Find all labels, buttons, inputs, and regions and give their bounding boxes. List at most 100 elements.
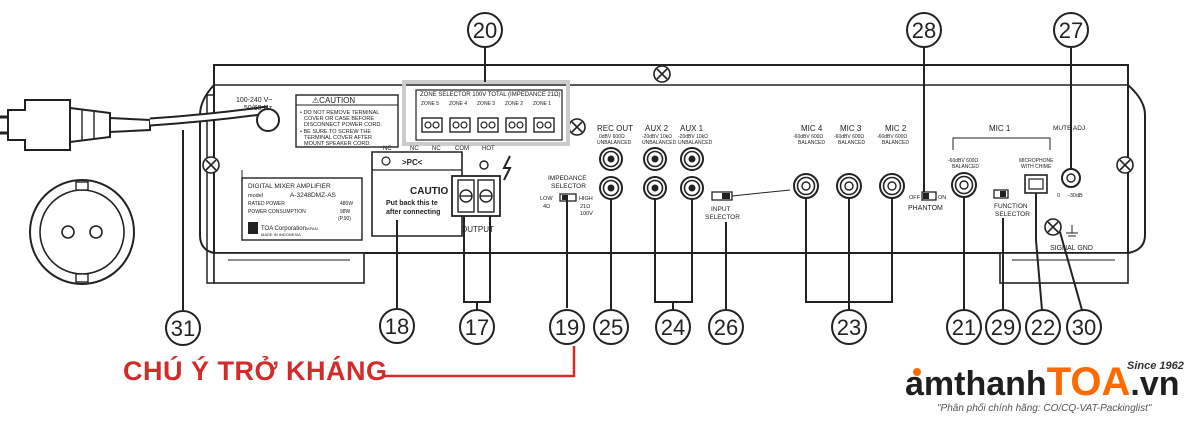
mic1-spec-1: -60dBV 600Ω: [948, 158, 978, 164]
svg-text:21: 21: [952, 315, 976, 340]
rec-out-spec-1: 0dBV 600Ω: [599, 134, 625, 140]
logo-dot-icon: [913, 368, 921, 376]
label-rated-value: 480W: [340, 201, 353, 207]
mic4-label: MIC 4: [801, 124, 823, 133]
label-toa-corp: TOA Corporation: [261, 226, 306, 232]
impedance-high-value-1: 21Ω: [580, 204, 590, 210]
impedance-label-1: IMPEDANCE: [548, 175, 587, 182]
label-title: DIGITAL MIXER AMPLIFIER: [248, 183, 331, 190]
input-selector-label-2: SELECTOR: [705, 214, 740, 221]
caution-line-1: • DO NOT REMOVE TERMINAL: [300, 110, 379, 116]
function-selector-2: SELECTOR: [995, 211, 1030, 218]
callout-19: 19: [549, 309, 585, 345]
caution-title: ⚠CAUTION: [312, 96, 355, 105]
impedance-label-2: SELECTOR: [551, 183, 586, 190]
mic4-spec-2: BALANCED: [798, 140, 825, 146]
svg-text:18: 18: [385, 314, 409, 339]
caution-box: ⚠CAUTION • DO NOT REMOVE TERMINAL COVER …: [295, 94, 399, 148]
callout-30: 30: [1066, 309, 1102, 345]
caution-line-4: • BE SURE TO SCREW THE: [300, 129, 371, 135]
mic-inputs: MIC 4 -60dBV 600Ω BALANCED MIC 3 -60dBV …: [793, 124, 909, 199]
brand-wordmark: amthanhTOA.vn: [905, 362, 1180, 404]
impedance-low-value: 4Ω: [543, 204, 550, 210]
terminal-nc-3: NC: [432, 146, 441, 152]
caution-line-6: MOUNT SPEAKER CORD.: [304, 141, 371, 147]
brand-logo: amthanhTOA.vn Since 1962 "Phân phối chín…: [905, 360, 1195, 422]
brand-part-2: TOA: [1046, 360, 1131, 404]
svg-text:20: 20: [473, 18, 497, 43]
leader-lines: [182, 48, 1083, 311]
impedance-selector: IMPEDANCE SELECTOR LOW 4Ω HIGH 21Ω 100V: [540, 175, 593, 217]
svg-text:30: 30: [1072, 315, 1096, 340]
mic3-spec-2: BALANCED: [838, 140, 865, 146]
label-model-key: model: [248, 193, 263, 199]
mic2-spec-2: BALANCED: [882, 140, 909, 146]
phantom-switch: OFF ON PHANTOM: [908, 191, 946, 212]
caution-line-2: COVER OR CASE BEFORE: [304, 116, 374, 122]
terminal-com: COM: [455, 146, 469, 152]
impedance-high-value-2: 100V: [580, 211, 593, 217]
phantom-label: PHANTOM: [908, 205, 943, 212]
terminal-hot: HOT: [482, 146, 495, 152]
terminal-nc-1: NC: [383, 146, 392, 152]
label-rated-key: RATED POWER: [248, 201, 285, 207]
rec-out-label: REC OUT: [597, 124, 633, 133]
svg-text:22: 22: [1031, 315, 1055, 340]
svg-text:26: 26: [714, 315, 738, 340]
terminal-cover: >PC< CAUTIO Put back this te after conne…: [371, 151, 463, 237]
power-voltage: 100-240 V~: [236, 97, 272, 104]
aux1-spec-1: -20dBV 10kΩ: [678, 134, 708, 140]
brand-part-1: amthanh: [905, 365, 1047, 403]
aux1-label: AUX 1: [680, 124, 704, 133]
mic3-label: MIC 3: [840, 124, 862, 133]
callout-17: 17: [459, 309, 495, 345]
svg-text:23: 23: [837, 315, 861, 340]
label-consumption-key: POWER CONSUMPTION: [248, 209, 306, 215]
aux2-spec-1: -20dBV 10kΩ: [642, 134, 672, 140]
phantom-off: OFF: [909, 195, 921, 201]
signal-ground: SIGNAL GND: [1050, 225, 1093, 252]
label-made-in: MADE IN INDONESIA: [261, 232, 301, 237]
zone-label-3: ZONE 3: [477, 101, 495, 107]
plug-face: [29, 179, 135, 285]
callout-28: 28: [906, 12, 942, 48]
brand-tagline: "Phân phối chính hãng: CO/CQ-VAT-Packing…: [937, 403, 1152, 414]
phantom-on: ON: [938, 195, 946, 201]
signal-gnd-label: SIGNAL GND: [1050, 245, 1093, 252]
aux1-spec-2: UNBALANCED: [678, 140, 713, 146]
callout-26: 26: [708, 309, 744, 345]
callout-27: 27: [1053, 12, 1089, 48]
zone-label-4: ZONE 4: [449, 101, 467, 107]
zone-label-1: ZONE 1: [533, 101, 551, 107]
mic2-label: MIC 2: [885, 124, 907, 133]
mute-adj-label: MUTE ADJ: [1053, 125, 1085, 132]
brand-part-3: .vn: [1130, 365, 1180, 403]
svg-text:19: 19: [555, 315, 579, 340]
callout-21: 21: [946, 309, 982, 345]
mic-chime-2: WITH CHIME: [1021, 164, 1052, 170]
label-model-value: A-3248DMZ-AS: [290, 192, 337, 199]
mic1-label: MIC 1: [989, 124, 1011, 133]
svg-text:25: 25: [599, 315, 623, 340]
function-selector-1: FUNCTION: [994, 203, 1028, 210]
svg-text:17: 17: [465, 315, 489, 340]
impedance-high: HIGH: [579, 196, 593, 202]
mic1-spec-2: BALANCED: [952, 164, 979, 170]
label-consumption-value: 98W: [340, 209, 351, 215]
zone-header: ZONE SELECTOR 100V TOTAL (IMPEDANCE 21Ω): [420, 92, 561, 98]
caution-line-5: TERMINAL COVER AFTER: [304, 135, 372, 141]
pc-mark: >PC<: [402, 158, 423, 167]
zone-label-5: ZONE 5: [421, 101, 439, 107]
mic2-spec-1: -60dBV 600Ω: [877, 134, 907, 140]
mic1-section: MIC 1 -60dBV 600Ω BALANCED MICROPHONE WI…: [948, 124, 1054, 218]
callout-29: 29: [985, 309, 1021, 345]
input-selector-label-1: INPUT: [711, 206, 731, 213]
callout-25: 25: [593, 309, 629, 345]
svg-text:27: 27: [1059, 18, 1083, 43]
svg-text:24: 24: [661, 315, 685, 340]
label-toa-japan: JAPAN: [305, 226, 318, 231]
callout-20: 20: [467, 12, 503, 48]
line-io-section: REC OUT 0dBV 600Ω UNBALANCED AUX 2 -20dB…: [597, 124, 713, 200]
mute-min: 0: [1057, 193, 1060, 199]
